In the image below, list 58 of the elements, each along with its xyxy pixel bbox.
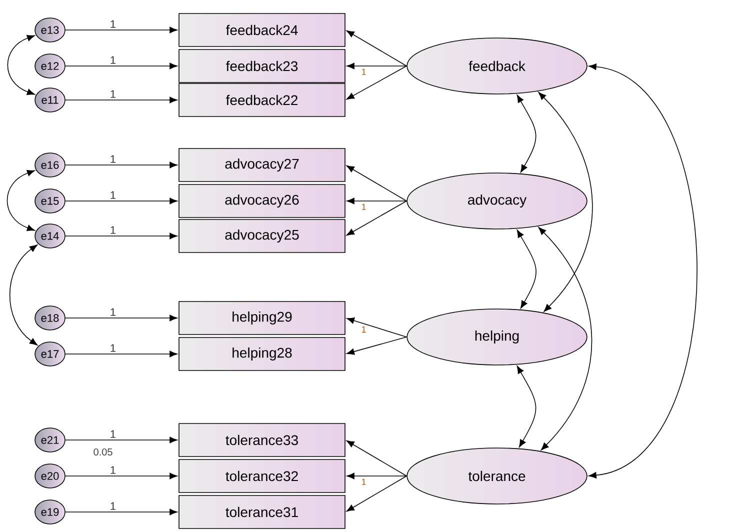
arrow [346,198,407,204]
indicator-box: tolerance31 [178,495,346,529]
indicator-box: advocacy27 [178,148,346,182]
indicator-box: advocacy25 [178,219,346,253]
arrow [65,198,178,204]
edge-label: 1 [108,154,117,164]
covariance-arrow [516,230,536,309]
edge-label: 1 [360,203,367,210]
edge-label: 1 [360,478,367,486]
edge-label: 1 [108,190,117,200]
edge-label: 1 [108,55,117,65]
arrow [346,66,407,100]
edge-label: 1 [360,326,367,334]
edge-label: 1 [108,429,117,439]
arrow [346,62,407,70]
arrow [346,472,407,480]
edge-label: 1 [108,19,117,29]
indicator-box: helping29 [178,301,346,335]
covariance-arrow [9,244,38,346]
arrow [346,476,407,512]
indicator-box: advocacy26 [178,184,346,218]
arrow [346,30,407,66]
covariance-arrow [516,94,536,173]
edge-label: 1 [108,343,117,353]
indicator-box: feedback23 [178,49,346,83]
coefficient-label: 0.05 [94,448,112,456]
indicator-box: tolerance32 [178,459,346,493]
arrow [65,350,178,358]
edge-label: 1 [108,307,117,317]
covariance-arrow [7,35,35,95]
arrow [65,314,178,322]
covariance-arrow [588,64,698,478]
arrow [65,62,178,70]
indicator-box: feedback22 [178,83,346,117]
covariance-arrow [538,92,593,312]
edge-label: 1 [108,465,117,475]
arrow [65,26,178,34]
covariance-arrow [516,366,536,448]
arrow [65,232,178,240]
edge-label: 1 [108,501,117,511]
indicator-box: helping28 [178,337,346,371]
indicator-box: feedback24 [178,13,346,47]
arrow [65,472,178,480]
arrow [65,436,178,444]
arrow [65,162,178,168]
edge-label: 1 [108,225,117,235]
arrow [346,165,407,202]
edge-label: 1 [108,89,117,99]
arrow [346,336,407,355]
edge-label: 1 [360,68,367,76]
indicator-box: tolerance33 [178,423,346,457]
arrow [346,440,407,476]
arrow [346,317,407,338]
covariance-arrow [538,227,592,450]
arrow [65,508,178,516]
arrow [65,96,178,104]
arrow [346,200,407,236]
covariance-arrow [6,170,35,231]
